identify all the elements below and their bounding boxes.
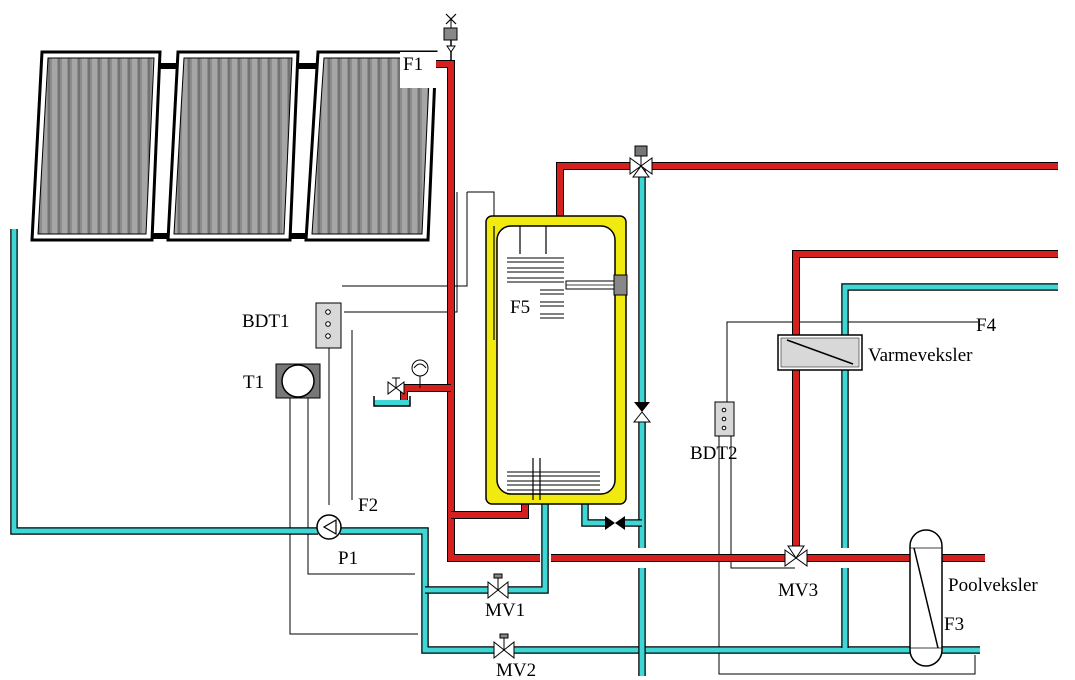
- bdt2-controller: [714, 401, 735, 437]
- check-valve-vertical: [632, 402, 652, 423]
- label-t1: T1: [243, 372, 264, 393]
- mv3-valve: [784, 545, 808, 567]
- mv2-valve: [493, 633, 515, 660]
- check-valve-horizontal: [605, 516, 625, 530]
- label-p1: P1: [338, 548, 358, 569]
- poolveksler-heat-exchanger: [909, 529, 943, 667]
- electric-heater: [565, 274, 628, 296]
- label-mv1: MV1: [485, 600, 525, 621]
- three-way-valve-top: [629, 145, 653, 178]
- drain-valve: [387, 377, 405, 395]
- storage-tank: [485, 215, 628, 505]
- label-f4: F4: [976, 315, 997, 336]
- label-f5: F5: [510, 297, 530, 318]
- control-wiring: [289, 191, 978, 675]
- label-f1: F1: [403, 54, 423, 75]
- mv1-valve: [487, 573, 509, 600]
- bdt1-controller: [315, 302, 342, 349]
- solar-collector-2: [166, 50, 300, 242]
- t1-expansion-vessel: [275, 363, 321, 399]
- pressure-gauge: [411, 359, 429, 388]
- labels: F1 F5 BDT1 T1 F2 P1 MV1 MV2 F4 Varmeveks…: [242, 54, 1038, 680]
- drain-bucket: [373, 396, 411, 407]
- solar-collector-1: [30, 50, 162, 242]
- label-mv3: MV3: [778, 580, 818, 601]
- hot-pipes: [400, 60, 1058, 562]
- label-bdt2: BDT2: [690, 443, 738, 464]
- label-f2: F2: [358, 495, 378, 516]
- label-mv2: MV2: [496, 660, 536, 680]
- lower-coil: [507, 458, 600, 500]
- solar-collector-array: [30, 50, 442, 242]
- label-varmeveksler: Varmeveksler: [868, 345, 973, 366]
- label-bdt1: BDT1: [242, 311, 290, 332]
- upper-coil: [507, 226, 564, 324]
- label-f3: F3: [944, 614, 964, 635]
- solar-collector-3: [304, 50, 438, 242]
- label-poolveksler: Poolveksler: [948, 575, 1038, 596]
- air-vent-valve: [443, 13, 458, 60]
- varmeveksler-heat-exchanger: [777, 334, 863, 371]
- p1-pump: [316, 514, 342, 540]
- cold-pipes: [10, 168, 1058, 676]
